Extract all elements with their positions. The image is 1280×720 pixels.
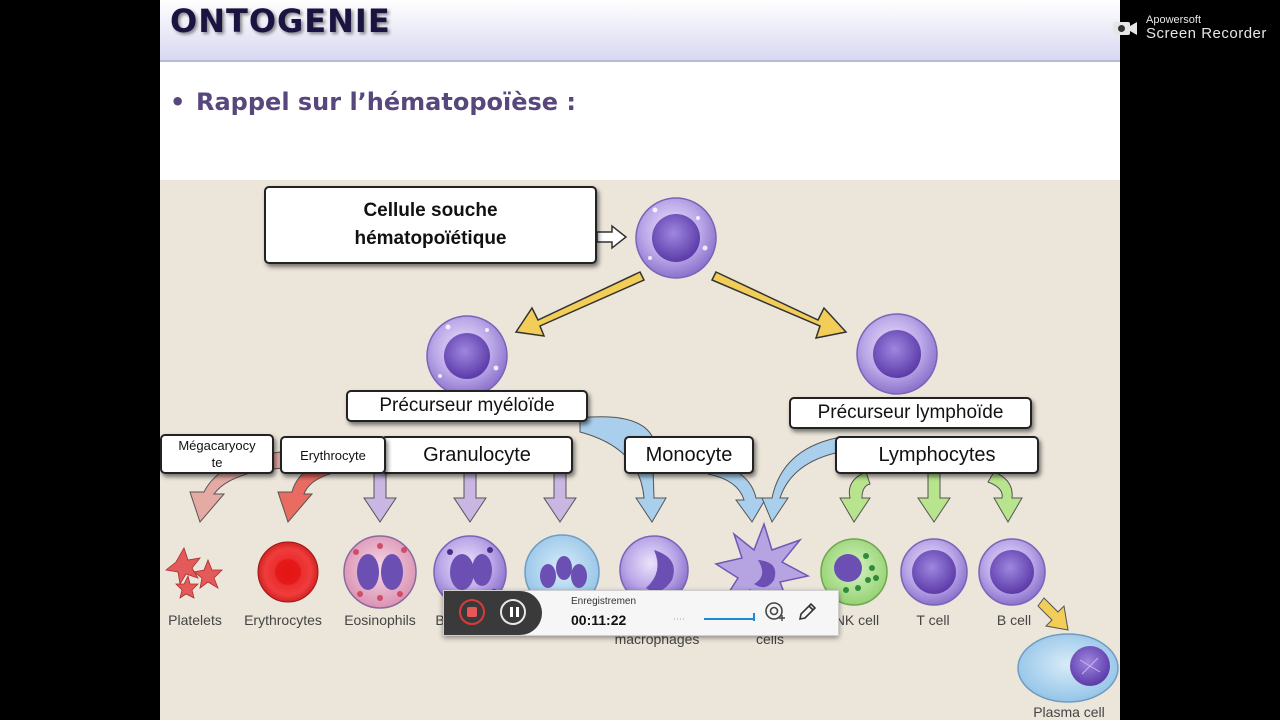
plasma-cell-label: Plasma cell <box>1033 704 1105 720</box>
myeloid-cell <box>426 315 508 397</box>
eosinophil-cell <box>343 535 417 609</box>
lymphocytes-box: Lymphocytes <box>835 436 1039 474</box>
lymphoid-box-label: Précurseur lymphoïde <box>817 402 1004 423</box>
stem-cell-box: Cellule souche hématopoïétique <box>264 186 597 264</box>
t-cell-label: T cell <box>916 612 950 628</box>
arrow-to-myeloid <box>514 271 646 337</box>
basophils-label: B <box>435 612 445 628</box>
recorder-toolbar: Enregistremen 00:11:22 <box>443 590 839 636</box>
erythrocyte-cell <box>257 541 319 603</box>
diagram-art <box>165 197 1119 703</box>
nk-cell-label: NK cell <box>834 612 880 628</box>
megakaryocyte-box: Mégacaryocy te <box>160 434 274 474</box>
arrow-to-lymphoid <box>710 271 848 339</box>
granulocyte-box: Granulocyte <box>381 436 573 474</box>
slide-heading-row: • Rappel sur l’hématopoïèse : <box>170 88 576 116</box>
monocyte-box: Monocyte <box>624 436 754 474</box>
granulocyte-box-label: Granulocyte <box>423 443 531 466</box>
myeloid-box: Précurseur myéloïde <box>346 390 588 422</box>
box-to-stem-arrow <box>596 224 628 250</box>
recording-timer: 00:11:22 <box>571 612 627 628</box>
erythrocytes-label: Erythrocytes <box>244 612 322 628</box>
recording-status: Enregistremen <box>571 596 637 607</box>
b-cell-label: B cell <box>996 612 1032 628</box>
erythrocyte-box-label: Erythrocyte <box>300 447 366 463</box>
t-cell <box>900 538 968 606</box>
b-cell <box>978 538 1046 606</box>
megakaryocyte-box-line1: Mégacaryocy <box>178 438 256 453</box>
pause-button[interactable] <box>500 599 526 625</box>
stop-button[interactable] <box>459 599 485 625</box>
lymphoid-box: Précurseur lymphoïde <box>789 397 1032 429</box>
slide-heading: Rappel sur l’hématopoïèse : <box>196 88 577 116</box>
nk-cell <box>820 538 888 606</box>
erythrocyte-box: Erythrocyte <box>280 436 386 474</box>
stem-cell <box>635 197 717 279</box>
watermark-brand: Apowersoft <box>1146 14 1202 26</box>
plasma-cell <box>1017 633 1119 703</box>
platelets-label: Platelets <box>168 612 222 628</box>
megakaryocyte-box-line2: te <box>211 455 223 470</box>
title-bar: ONTOGENIE <box>160 0 1120 62</box>
watermark-product: Screen Recorder <box>1146 25 1267 42</box>
lymphoid-cell <box>856 313 938 395</box>
monocyte-box-label: Monocyte <box>645 443 733 466</box>
apowersoft-watermark: Apowersoft Screen Recorder <box>1112 14 1277 50</box>
audio-level-icon <box>674 613 755 621</box>
pen-icon[interactable] <box>796 601 818 623</box>
lymphocytes-box-label: Lymphocytes <box>878 443 996 466</box>
hematopoiesis-diagram: Cellule souche hématopoïétique Précurseu… <box>160 180 1120 720</box>
slide-title: ONTOGENIE <box>170 2 391 40</box>
recorder-controls <box>444 591 542 635</box>
eosinophils-label: Eosinophils <box>344 612 416 628</box>
platelets-cells <box>165 547 223 599</box>
bullet-glyph: • <box>170 88 186 116</box>
stem-cell-box-line1: Cellule souche <box>363 200 498 221</box>
webcam-icon[interactable] <box>764 601 786 623</box>
camera-icon <box>1113 22 1137 35</box>
myeloid-box-label: Précurseur myéloïde <box>379 395 555 416</box>
slide: ONTOGENIE • Rappel sur l’hématopoïèse : <box>160 0 1120 720</box>
stem-cell-box-line2: hématopoïétique <box>354 228 507 249</box>
